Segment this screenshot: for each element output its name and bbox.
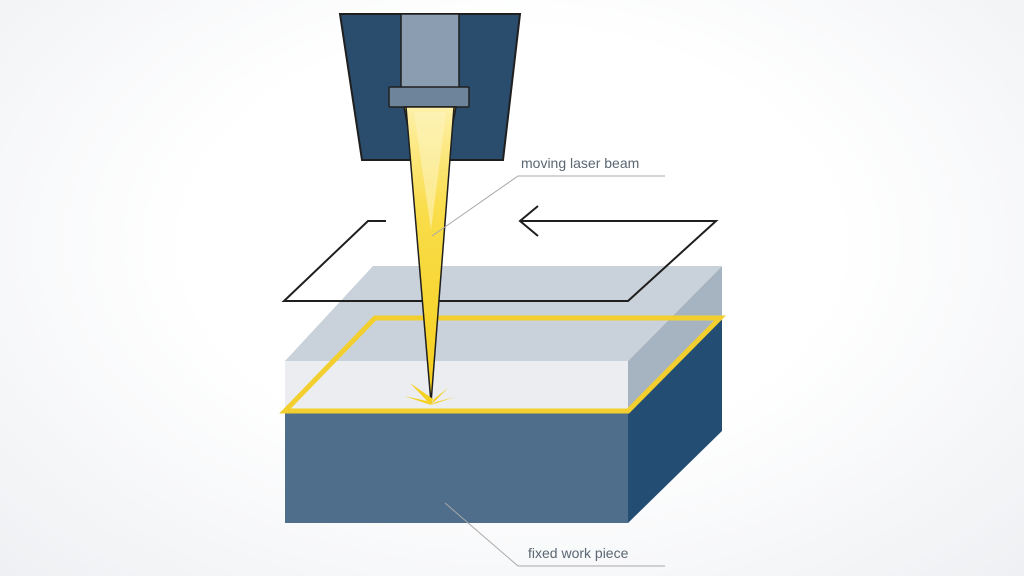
arrow-left-icon: [518, 205, 539, 237]
callout-line-work-piece: [444, 502, 665, 567]
block-front-face: [285, 411, 628, 523]
layer-side-face: [628, 266, 722, 411]
spark-icon: [404, 383, 455, 405]
layer-front-face: [285, 361, 628, 411]
layer-top-face: [285, 266, 722, 361]
cut-outline: [279, 315, 726, 414]
nozzle-shaft: [400, 13, 460, 91]
label-moving-laser-beam: moving laser beam: [521, 155, 639, 171]
label-fixed-work-piece: fixed work piece: [528, 545, 629, 561]
laser-beam: [405, 106, 455, 404]
work-piece: [279, 266, 726, 523]
beam-cone: [405, 106, 455, 404]
block-side-face: [628, 318, 722, 523]
callout-line-laser-beam: [431, 175, 665, 237]
callouts: [431, 175, 665, 567]
motion-path: [281, 205, 719, 302]
beam-highlight: [414, 112, 446, 230]
nozzle-ring: [388, 86, 470, 108]
motion-path-line: [281, 220, 719, 302]
